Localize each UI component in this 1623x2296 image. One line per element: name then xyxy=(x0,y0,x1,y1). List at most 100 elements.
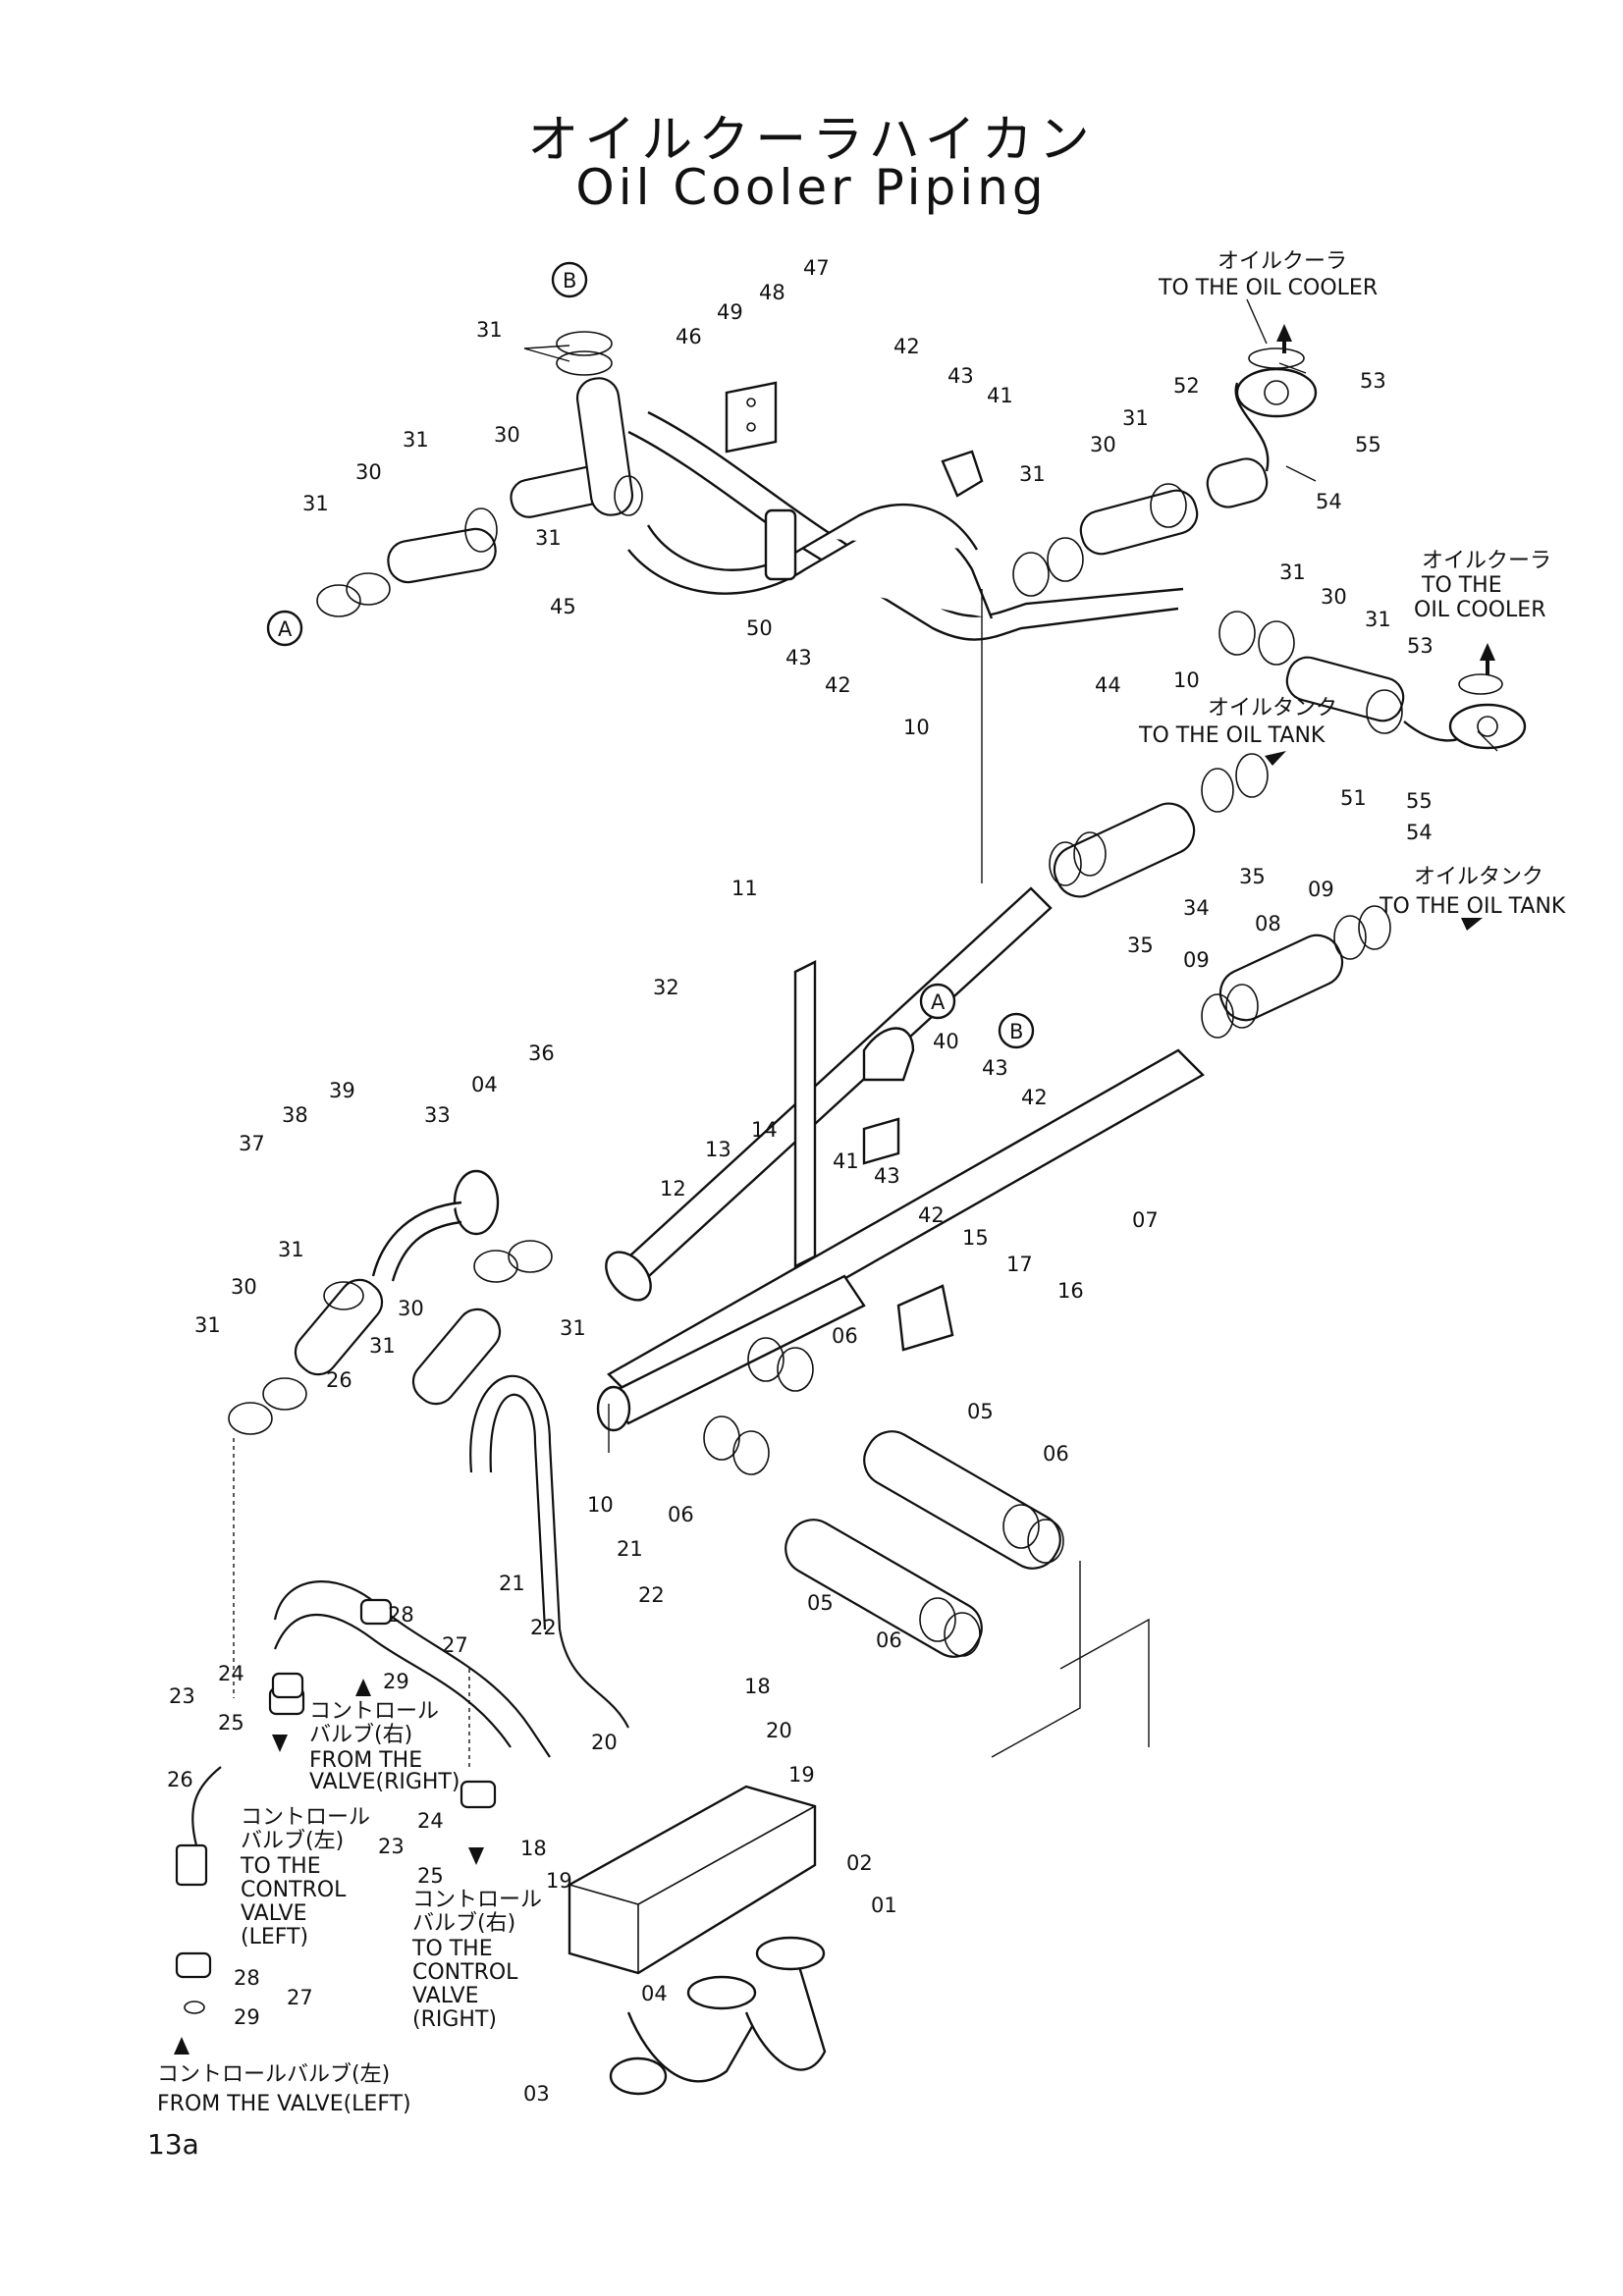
dest-from-valve-right-jp1: コントロール xyxy=(309,1699,439,1724)
part-06-d: 06 xyxy=(876,1629,902,1652)
part-30-c: 30 xyxy=(1090,433,1116,456)
part-31-b: 31 xyxy=(476,318,503,342)
clamp-15 xyxy=(896,1284,954,1352)
part-43-b: 43 xyxy=(785,646,812,669)
part-55-b: 55 xyxy=(1406,789,1433,813)
bracket-11 xyxy=(793,960,817,1268)
ref-B-mid: B xyxy=(998,1012,1035,1049)
part-31-e: 31 xyxy=(535,526,562,550)
part-38: 38 xyxy=(282,1103,308,1127)
part-31-d: 31 xyxy=(302,492,329,515)
dest-to-valve-right-en3: VALVE xyxy=(412,1984,478,2008)
block-02 xyxy=(568,1785,817,1975)
part-05-a: 05 xyxy=(967,1400,994,1423)
flange-52 xyxy=(1235,347,1318,418)
dest-to-valve-left-en4: (LEFT) xyxy=(241,1925,308,1949)
part-04-a: 04 xyxy=(471,1073,498,1096)
part-26-a: 26 xyxy=(326,1368,352,1392)
link-lines xyxy=(233,589,1150,1767)
ref-A-mid: A xyxy=(919,983,956,1020)
part-10-b: 10 xyxy=(1173,668,1200,692)
part-24-b: 24 xyxy=(417,1809,444,1833)
part-53-b: 53 xyxy=(1407,634,1434,658)
dest-oil-cooler-right-en1: TO THE xyxy=(1421,573,1502,598)
part-32: 32 xyxy=(653,976,679,999)
clamps-06 xyxy=(703,1337,1064,1657)
part-22-a: 22 xyxy=(638,1583,665,1607)
ref-B-top-label: B xyxy=(563,269,576,293)
dest-to-valve-right-en1: TO THE xyxy=(411,1937,493,1961)
hose-30-upper-right xyxy=(1079,382,1270,556)
part-52: 52 xyxy=(1173,374,1200,398)
dest-oil-cooler-top-jp: オイルクーラ xyxy=(1217,249,1347,274)
dest-oil-tank-right-en: TO THE OIL TANK xyxy=(1379,894,1566,919)
part-31-g: 31 xyxy=(1122,406,1149,430)
part-35-b: 35 xyxy=(1127,934,1154,957)
ref-B-top: B xyxy=(551,261,588,298)
dest-to-valve-left-jp1: コントロール xyxy=(241,1805,370,1830)
part-31-i: 31 xyxy=(1365,608,1391,631)
part-44: 44 xyxy=(1095,673,1121,697)
part-25-a: 25 xyxy=(218,1711,244,1735)
dest-to-valve-left-jp2: バルブ(左) xyxy=(241,1829,344,1853)
part-39: 39 xyxy=(329,1079,355,1102)
part-54-b: 54 xyxy=(1406,821,1433,844)
ref-B-mid-label: B xyxy=(1009,1020,1023,1043)
part-46: 46 xyxy=(676,325,702,348)
part-10-c: 10 xyxy=(587,1493,614,1517)
part-35-a: 35 xyxy=(1239,865,1266,888)
part-29-b: 29 xyxy=(234,2005,260,2029)
bracket-46 xyxy=(725,381,778,454)
part-23-a: 23 xyxy=(169,1684,195,1708)
part-24-a: 24 xyxy=(218,1662,244,1685)
dest-to-valve-right-en4: (RIGHT) xyxy=(412,2007,497,2032)
page-number: 13a xyxy=(147,2128,199,2161)
part-11: 11 xyxy=(731,877,758,900)
part-42-c: 42 xyxy=(1021,1086,1048,1109)
part-06-a: 06 xyxy=(832,1324,858,1348)
part-30-a: 30 xyxy=(494,423,520,447)
part-41-mid: 41 xyxy=(833,1149,859,1173)
part-37: 37 xyxy=(239,1132,265,1155)
part-07: 07 xyxy=(1132,1208,1159,1232)
title-japanese: オイルクーラハイカン xyxy=(527,111,1096,170)
dest-from-valve-left-jp: コントロールバルブ(左) xyxy=(157,2062,390,2087)
part-18-a: 18 xyxy=(744,1675,771,1698)
pipe-34 xyxy=(1049,753,1269,898)
hose-30-upper-left xyxy=(387,377,634,584)
pipe-manifold xyxy=(596,1274,866,1432)
part-43-c: 43 xyxy=(982,1056,1008,1080)
part-05-b: 05 xyxy=(807,1591,834,1615)
dest-to-valve-right-en2: CONTROL xyxy=(412,1960,518,1985)
part-31-m: 31 xyxy=(560,1316,586,1340)
part-55-a: 55 xyxy=(1355,433,1381,456)
part-41-top: 41 xyxy=(987,384,1013,407)
part-31-f: 31 xyxy=(1019,462,1046,486)
dest-to-valve-left-en3: VALVE xyxy=(241,1901,306,1926)
part-21-b: 21 xyxy=(499,1572,525,1595)
part-18-b: 18 xyxy=(520,1837,547,1860)
part-43-d: 43 xyxy=(874,1164,900,1188)
clamps-31-left xyxy=(316,331,643,617)
bracket-50 xyxy=(764,508,797,581)
dest-oil-cooler-right-en2: OIL COOLER xyxy=(1414,598,1546,622)
part-17: 17 xyxy=(1006,1253,1033,1276)
part-26-b: 26 xyxy=(167,1768,193,1791)
part-49: 49 xyxy=(717,300,743,324)
part-21-a: 21 xyxy=(617,1537,643,1561)
part-27-b: 27 xyxy=(287,1986,313,2009)
part-27-a: 27 xyxy=(442,1633,468,1657)
hose-05 xyxy=(784,1430,1061,1658)
part-23-b: 23 xyxy=(378,1835,405,1858)
part-12: 12 xyxy=(660,1177,686,1201)
ref-A-left: A xyxy=(266,610,303,647)
dest-to-valve-left-en1: TO THE xyxy=(240,1854,321,1879)
hose-08 xyxy=(1201,905,1391,1039)
part-36: 36 xyxy=(528,1041,555,1065)
part-10-a: 10 xyxy=(903,716,930,739)
dest-oil-cooler-top-en: TO THE OIL COOLER xyxy=(1158,276,1378,300)
part-06-c: 06 xyxy=(668,1503,694,1526)
part-31-l: 31 xyxy=(369,1334,396,1358)
part-03: 03 xyxy=(523,2082,550,2106)
